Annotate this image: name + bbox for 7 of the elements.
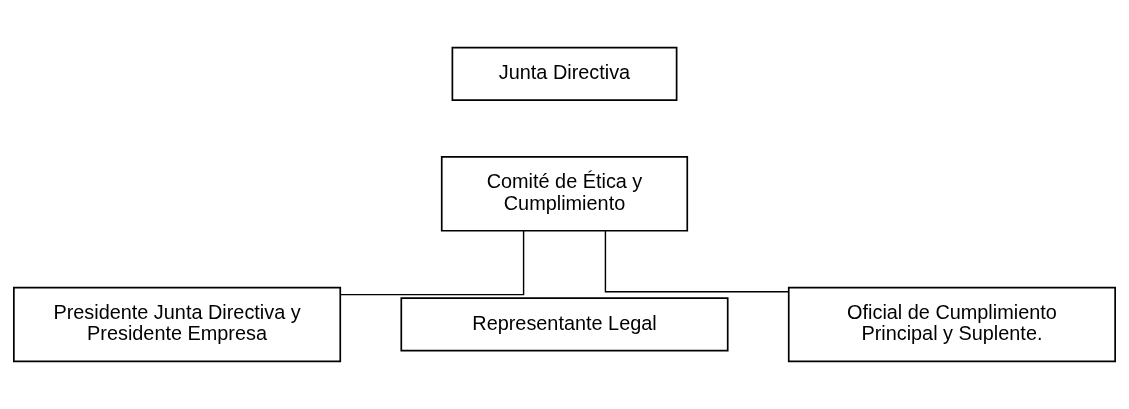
node-box: Comité de Ética y Cumplimiento [440, 156, 689, 232]
node-box: Oficial de Cumplimiento Principal y Suplente. [787, 286, 1116, 363]
connector [339, 230, 525, 296]
connector [604, 230, 790, 293]
node-box: Representante Legal [400, 297, 729, 352]
node-box: Presidente Junta Directiva y Presidente Empresa [13, 286, 342, 363]
node-box: Junta Directiva [451, 46, 678, 102]
